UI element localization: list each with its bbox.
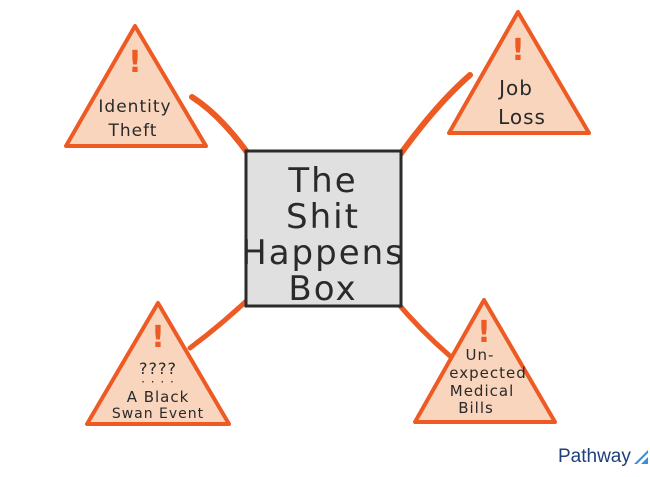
warning-label-line: Bills — [458, 399, 494, 417]
exclamation-icon: ! — [128, 45, 142, 80]
box-label-line-4: Box — [288, 269, 357, 309]
warning-triangle-identity-theft: ! Identity Theft — [64, 24, 208, 148]
warning-label-line: Un- — [466, 346, 495, 364]
box-label-line-1: The — [287, 161, 357, 201]
warning-label-line: Identity — [98, 97, 171, 117]
exclamation-icon: ! — [151, 320, 165, 355]
shit-happens-box: The Shit Happens Box — [241, 149, 405, 309]
warning-label-line: Theft — [108, 121, 158, 141]
brand-name: Pathway — [558, 446, 631, 467]
exclamation-icon: ! — [477, 315, 491, 350]
box-label-line-3: Happens — [241, 233, 405, 273]
pathway-logo: Pathway — [558, 446, 648, 468]
exclamation-icon: ! — [511, 33, 525, 68]
pathway-logo-mark-icon — [633, 450, 648, 464]
warning-label-line: Loss — [498, 105, 546, 129]
connector-medical-bills — [392, 297, 453, 359]
warning-label-line: Job — [497, 76, 533, 100]
warning-label-line: · · · · — [141, 375, 175, 389]
warning-label-line: expected — [449, 364, 526, 382]
warning-triangle-medical-bills: ! Un- expected Medical Bills — [413, 298, 557, 424]
warning-label-line: Medical — [450, 382, 514, 400]
warning-label-line: ???? — [139, 359, 177, 378]
warning-label-line: A Black — [127, 388, 190, 406]
warning-label-line: Swan Event — [112, 406, 204, 422]
warning-triangle-black-swan: ! ???? · · · · A Black Swan Event — [85, 301, 231, 426]
warning-triangle-job-loss: ! Job Loss — [447, 10, 591, 135]
box-label-line-2: Shit — [286, 197, 360, 237]
